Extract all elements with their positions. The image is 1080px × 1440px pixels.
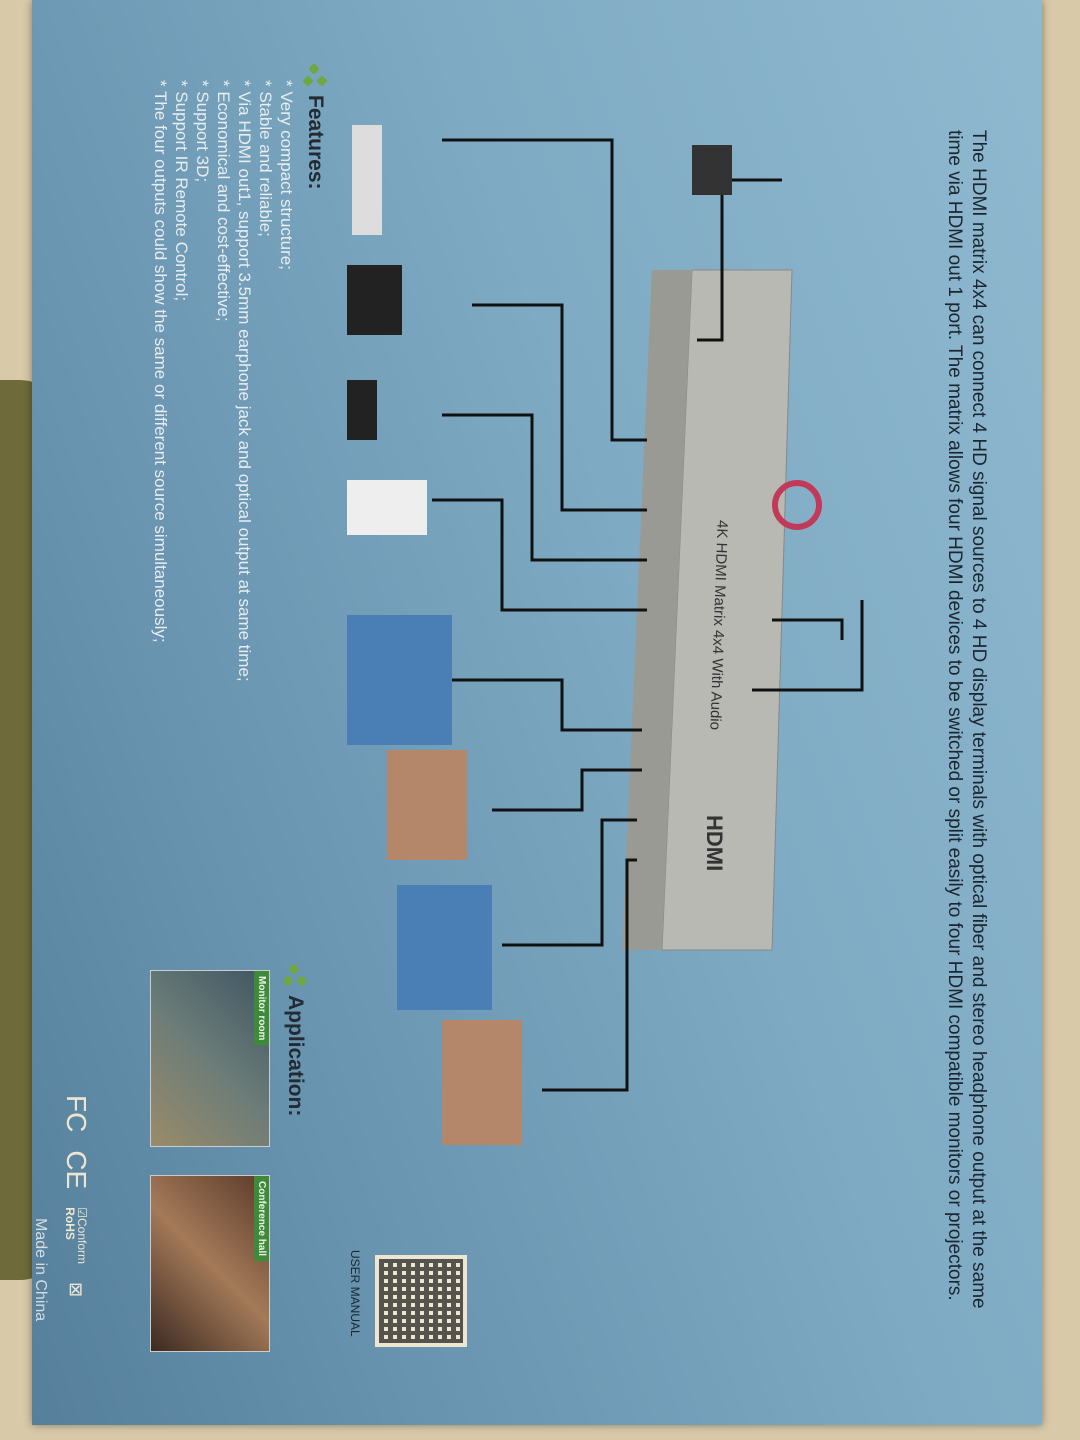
features-title: Features: xyxy=(304,95,327,190)
ce-logo: CE xyxy=(61,1150,92,1190)
feature-item: Via HDMI out1, support 3.5mm earphone ja… xyxy=(234,80,255,681)
made-in-text: Made in China xyxy=(32,1218,49,1322)
connection-diagram xyxy=(347,125,864,1145)
display-screens xyxy=(347,615,522,1145)
box-panel: The HDMI matrix 4x4 can connect 4 HD sig… xyxy=(32,0,1042,1425)
qr-code[interactable] xyxy=(375,1255,467,1347)
fcc-logo: FC xyxy=(61,1095,92,1133)
monitor-room-photo: Monitor room xyxy=(150,970,270,1147)
matrix-device xyxy=(622,269,793,951)
photo-caption: Monitor room xyxy=(254,971,269,1046)
feature-item: The four outputs could show the same or … xyxy=(150,80,171,682)
leaf-icon xyxy=(282,963,308,987)
hdmi-logo: HDMI xyxy=(702,815,727,872)
leaf-icon xyxy=(302,63,328,87)
cables xyxy=(432,138,864,1092)
feature-item: Stable and reliable; xyxy=(255,80,276,682)
feature-item: Very compact structure; xyxy=(276,80,297,682)
conference-hall-photo: Conference hall xyxy=(150,1175,270,1352)
feature-item: Economical and cost-effective; xyxy=(213,80,234,682)
features-heading: Features: xyxy=(302,63,328,190)
weee-bin-icon: ⊠ xyxy=(66,1282,87,1298)
feature-item: Support IR Remote Control; xyxy=(171,80,192,682)
photo-caption: Conference hall xyxy=(254,1176,269,1262)
feature-item: Support 3D; xyxy=(192,80,213,682)
source-devices xyxy=(347,125,427,535)
qr-label: USER MANUAL xyxy=(348,1250,362,1337)
intro-text: The HDMI matrix 4x4 can connect 4 HD sig… xyxy=(944,130,989,1309)
features-list: Very compact structure; Stable and relia… xyxy=(150,80,297,682)
power-adapter xyxy=(692,145,732,195)
application-heading: Application: xyxy=(282,963,308,1117)
application-title: Application: xyxy=(284,995,307,1117)
headphones xyxy=(772,480,822,530)
